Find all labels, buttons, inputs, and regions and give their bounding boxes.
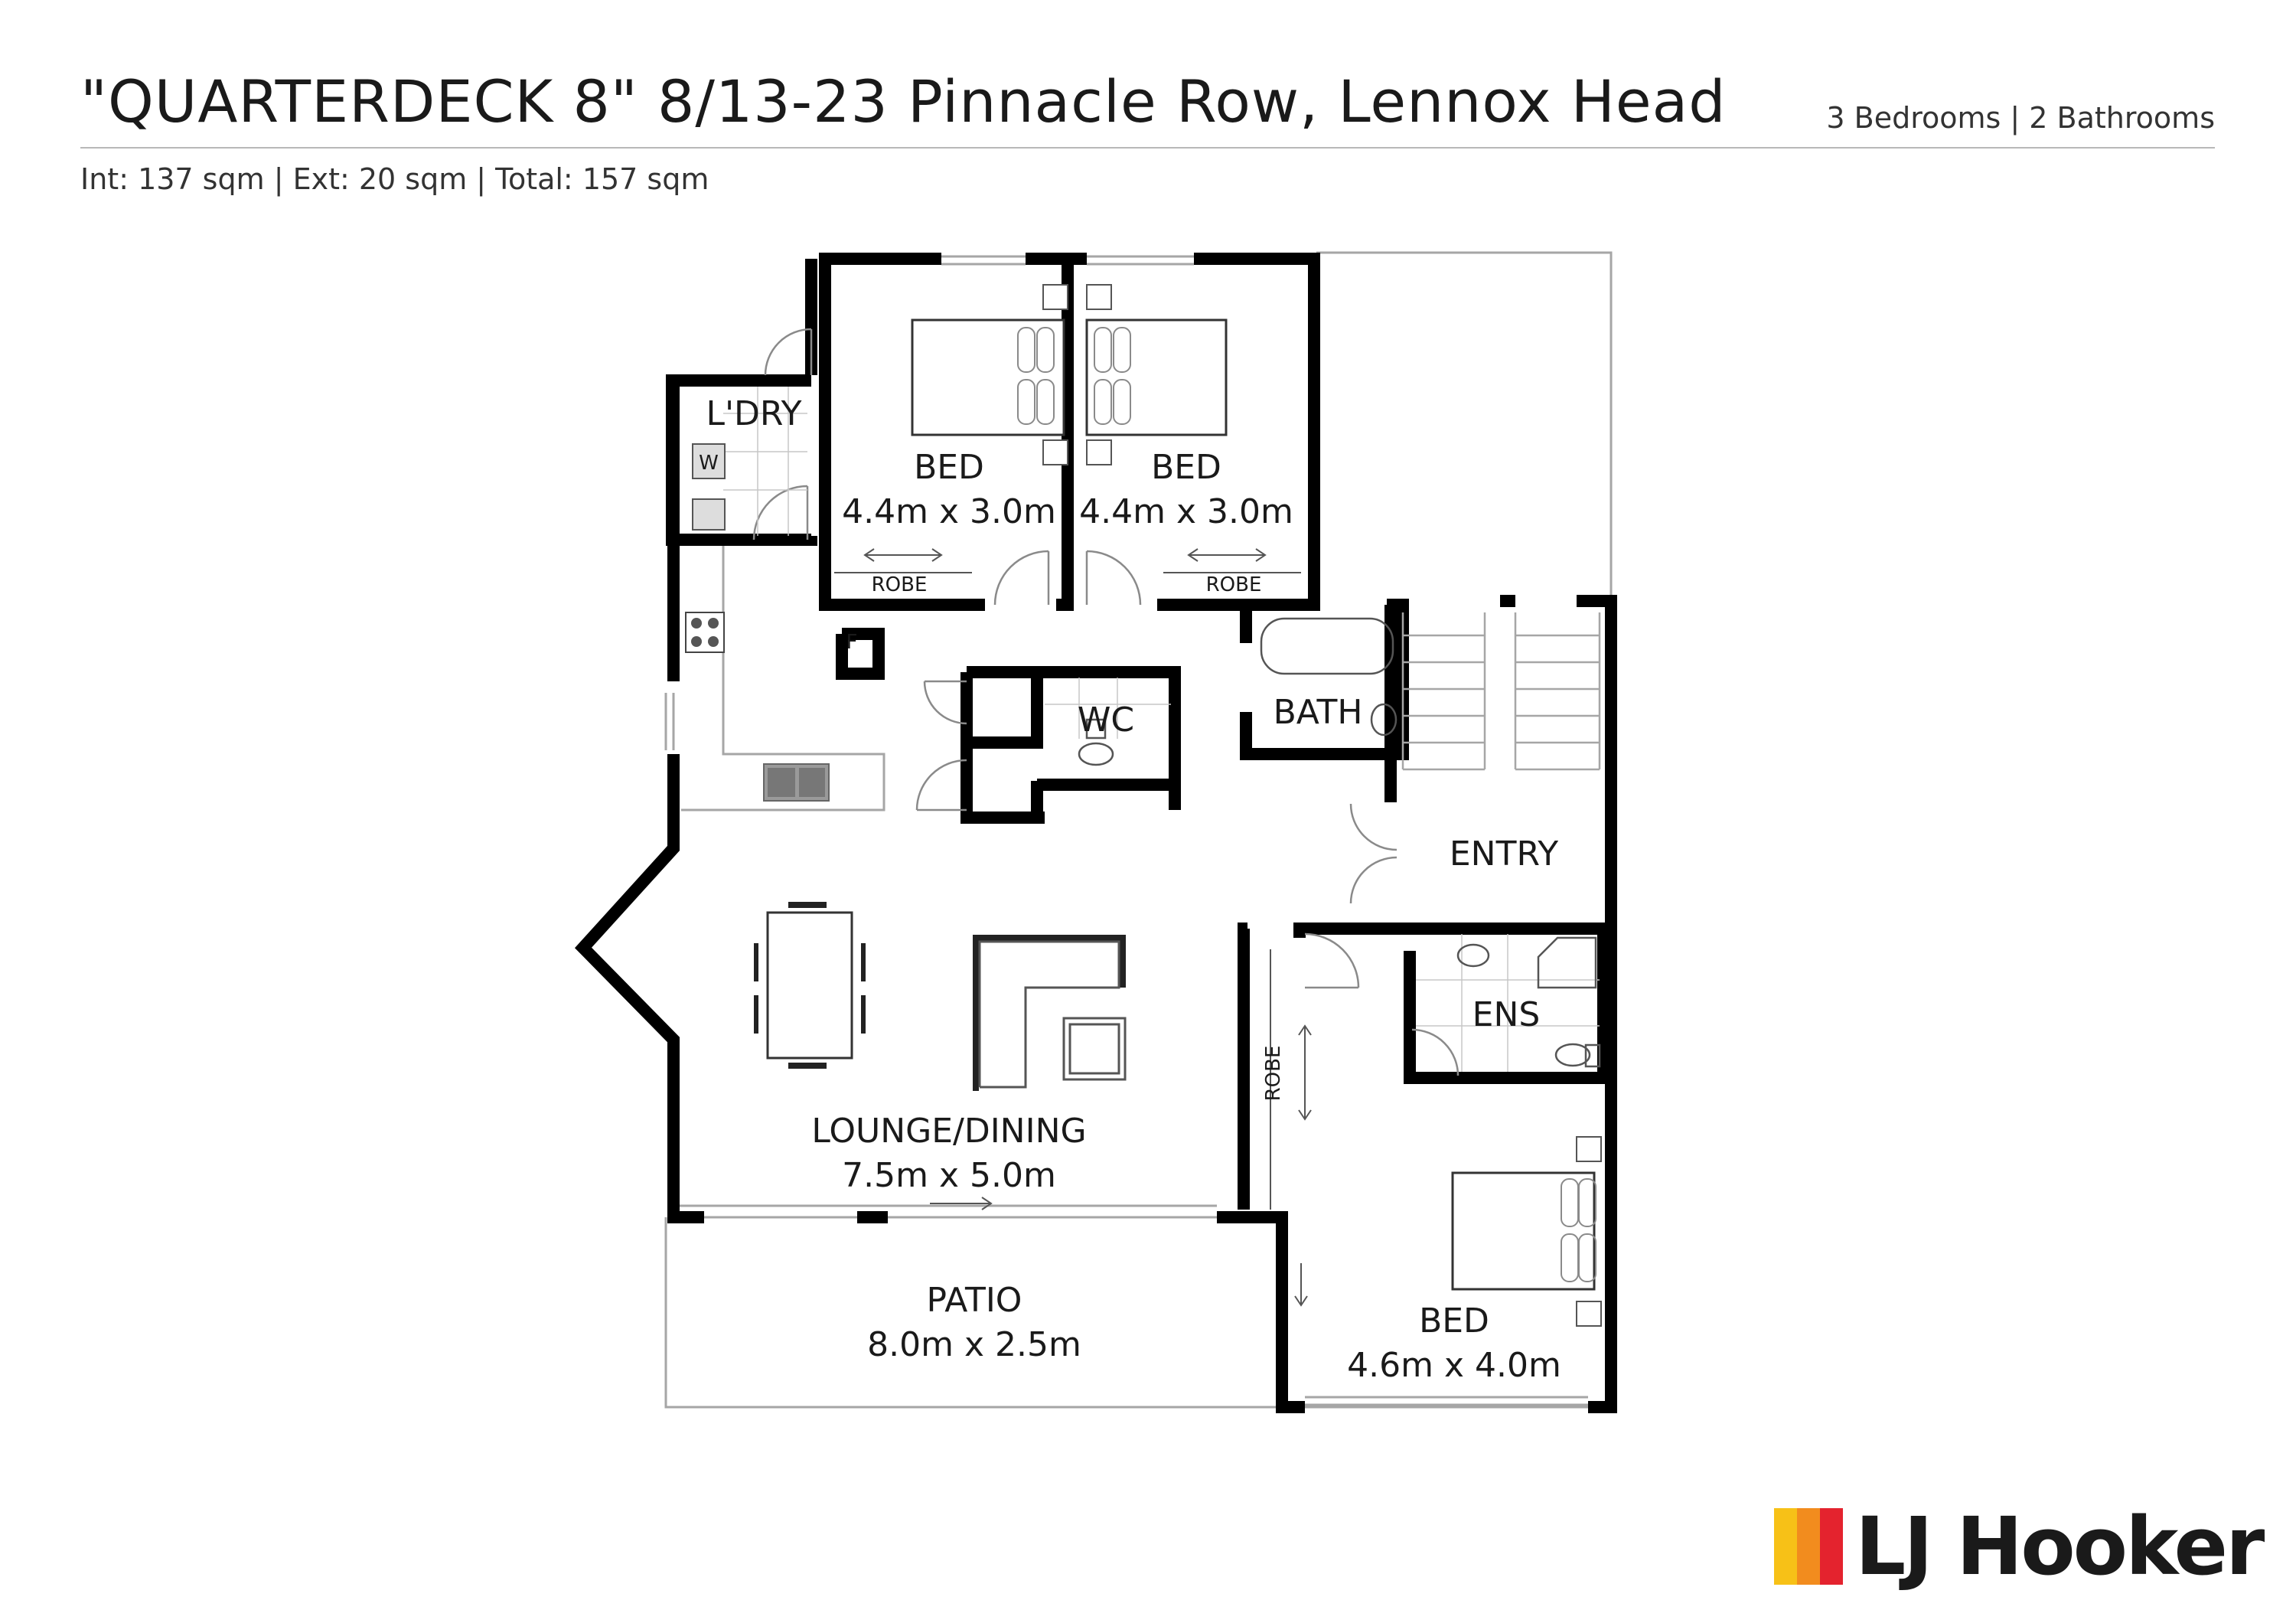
bed-furniture-1 bbox=[911, 318, 1065, 436]
robe3-label: ROBE bbox=[1262, 1046, 1285, 1102]
logo-wordmark: LJ Hooker bbox=[1855, 1500, 2265, 1593]
pillows bbox=[1017, 327, 1596, 1282]
logo-bar-yellow bbox=[1774, 1508, 1797, 1585]
wc-label: WC bbox=[1078, 700, 1134, 740]
header-divider bbox=[80, 147, 2215, 149]
bed2-dims: 4.4m x 3.0m bbox=[1079, 492, 1293, 531]
robe2-label: ROBE bbox=[1206, 573, 1262, 596]
tile-grids bbox=[723, 387, 1600, 1072]
bed-furniture-3 bbox=[1451, 1171, 1596, 1291]
area-summary: Int: 137 sqm | Ext: 20 sqm | Total: 157 … bbox=[80, 162, 709, 196]
bed2-label: BED bbox=[1151, 448, 1221, 487]
patio-label: PATIO bbox=[927, 1281, 1022, 1320]
kitchen-fixtures bbox=[685, 443, 830, 802]
patio-dims: 8.0m x 2.5m bbox=[867, 1325, 1081, 1364]
thin-outlines bbox=[664, 251, 1613, 1409]
ens-label: ENS bbox=[1473, 995, 1541, 1034]
laundry-label: L'DRY bbox=[706, 394, 801, 433]
logo-bar-red bbox=[1820, 1508, 1843, 1585]
fridge-label: F bbox=[846, 631, 858, 654]
lounge-furniture bbox=[973, 935, 1126, 1091]
bed-furniture-2 bbox=[1085, 318, 1228, 436]
bath-label: BATH bbox=[1274, 693, 1363, 732]
slide-arrows bbox=[863, 548, 1312, 1307]
robe1-label: ROBE bbox=[872, 573, 928, 596]
bedside-tables bbox=[1042, 284, 1602, 1327]
bed1-dims: 4.4m x 3.0m bbox=[842, 492, 1056, 531]
lounge-label: LOUNGE/DINING bbox=[811, 1112, 1086, 1151]
room-summary: 3 Bedrooms | 2 Bathrooms bbox=[1826, 101, 2215, 135]
lj-hooker-logo: LJ Hooker bbox=[1774, 1501, 2265, 1592]
lounge-dims: 7.5m x 5.0m bbox=[842, 1156, 1056, 1195]
stairs bbox=[1401, 612, 1601, 771]
dining-set bbox=[754, 902, 866, 1069]
entry-label: ENTRY bbox=[1450, 834, 1558, 874]
bed1-label: BED bbox=[914, 448, 984, 487]
bed3-label: BED bbox=[1419, 1301, 1489, 1341]
bed3-dims: 4.6m x 4.0m bbox=[1347, 1346, 1561, 1385]
logo-color-bars bbox=[1774, 1508, 1843, 1585]
plan-title: "QUARTERDECK 8" 8/13-23 Pinnacle Row, Le… bbox=[80, 67, 1727, 136]
washer-label: W bbox=[699, 452, 719, 475]
beds bbox=[911, 318, 1596, 1291]
door-swings bbox=[752, 328, 1459, 1076]
bathroom-fixtures bbox=[1078, 617, 1601, 1068]
logo-bar-orange bbox=[1797, 1508, 1820, 1585]
